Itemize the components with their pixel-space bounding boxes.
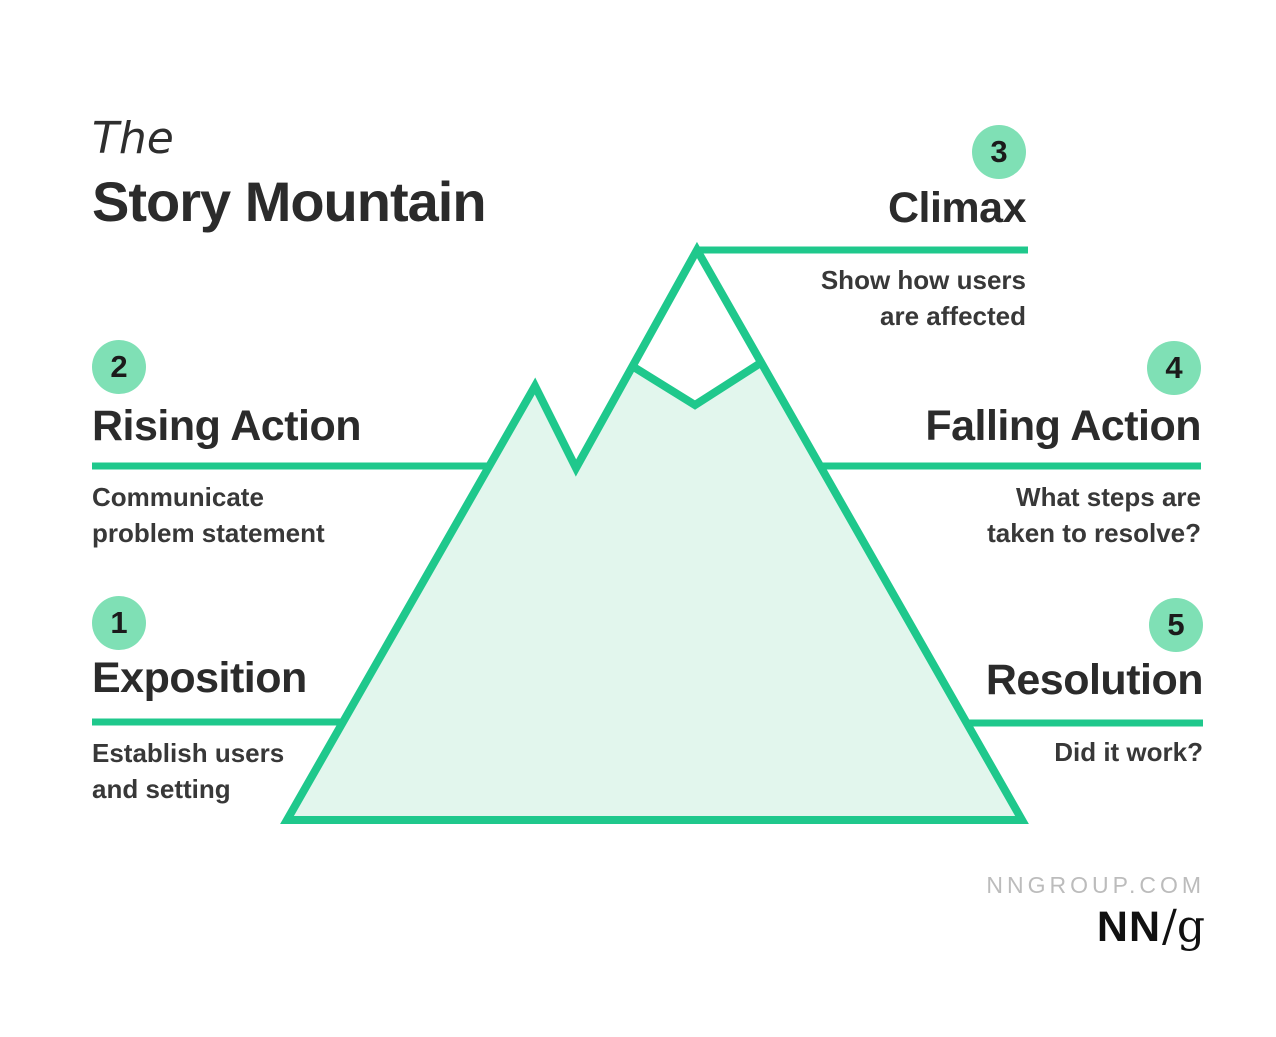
stage-climax: 3 Climax Show how users are affected (820, 125, 1027, 334)
stage-4-description: What steps are taken to resolve? (987, 482, 1201, 548)
nng-logo-nn: NN (1096, 903, 1161, 951)
stage-4-badge: 4 (1147, 341, 1201, 395)
footer-site-url: NNGROUP.COM (986, 872, 1205, 898)
stage-rising-action: 2 Rising Action Communicate problem stat… (92, 340, 362, 551)
nng-logo-slash-g: /g (1162, 901, 1205, 952)
mountain-fill-shape (287, 250, 1022, 820)
stage-3-description: Show how users are affected (820, 265, 1026, 331)
stage-2-description: Communicate problem statement (92, 482, 325, 548)
stage-3-badge: 3 (972, 125, 1026, 179)
title-block: The Story Mountain (92, 112, 487, 234)
snow-cap-shape (632, 250, 759, 405)
title-prefix: The (92, 113, 174, 164)
stage-falling-action: 4 Falling Action What steps are taken to… (925, 341, 1201, 551)
stage-exposition: 1 Exposition Establish users and setting (92, 596, 307, 807)
nng-logo: NN /g (1097, 901, 1205, 952)
page-title: Story Mountain (92, 170, 487, 233)
stage-5-description: Did it work? (1054, 737, 1203, 767)
stage-2-badge: 2 (92, 340, 146, 394)
stage-1-name: Exposition (92, 654, 307, 702)
stage-5-badge: 5 (1149, 598, 1203, 652)
stage-2-name: Rising Action (92, 402, 362, 450)
stage-resolution: 5 Resolution Did it work? (985, 598, 1204, 770)
stage-4-name: Falling Action (925, 402, 1201, 450)
stage-1-description: Establish users and setting (92, 738, 285, 804)
stage-1-badge: 1 (92, 596, 146, 650)
stage-3-name: Climax (887, 184, 1027, 232)
stage-5-name: Resolution (985, 656, 1204, 704)
snow-line (629, 360, 762, 410)
mountain-outline (280, 241, 1029, 824)
